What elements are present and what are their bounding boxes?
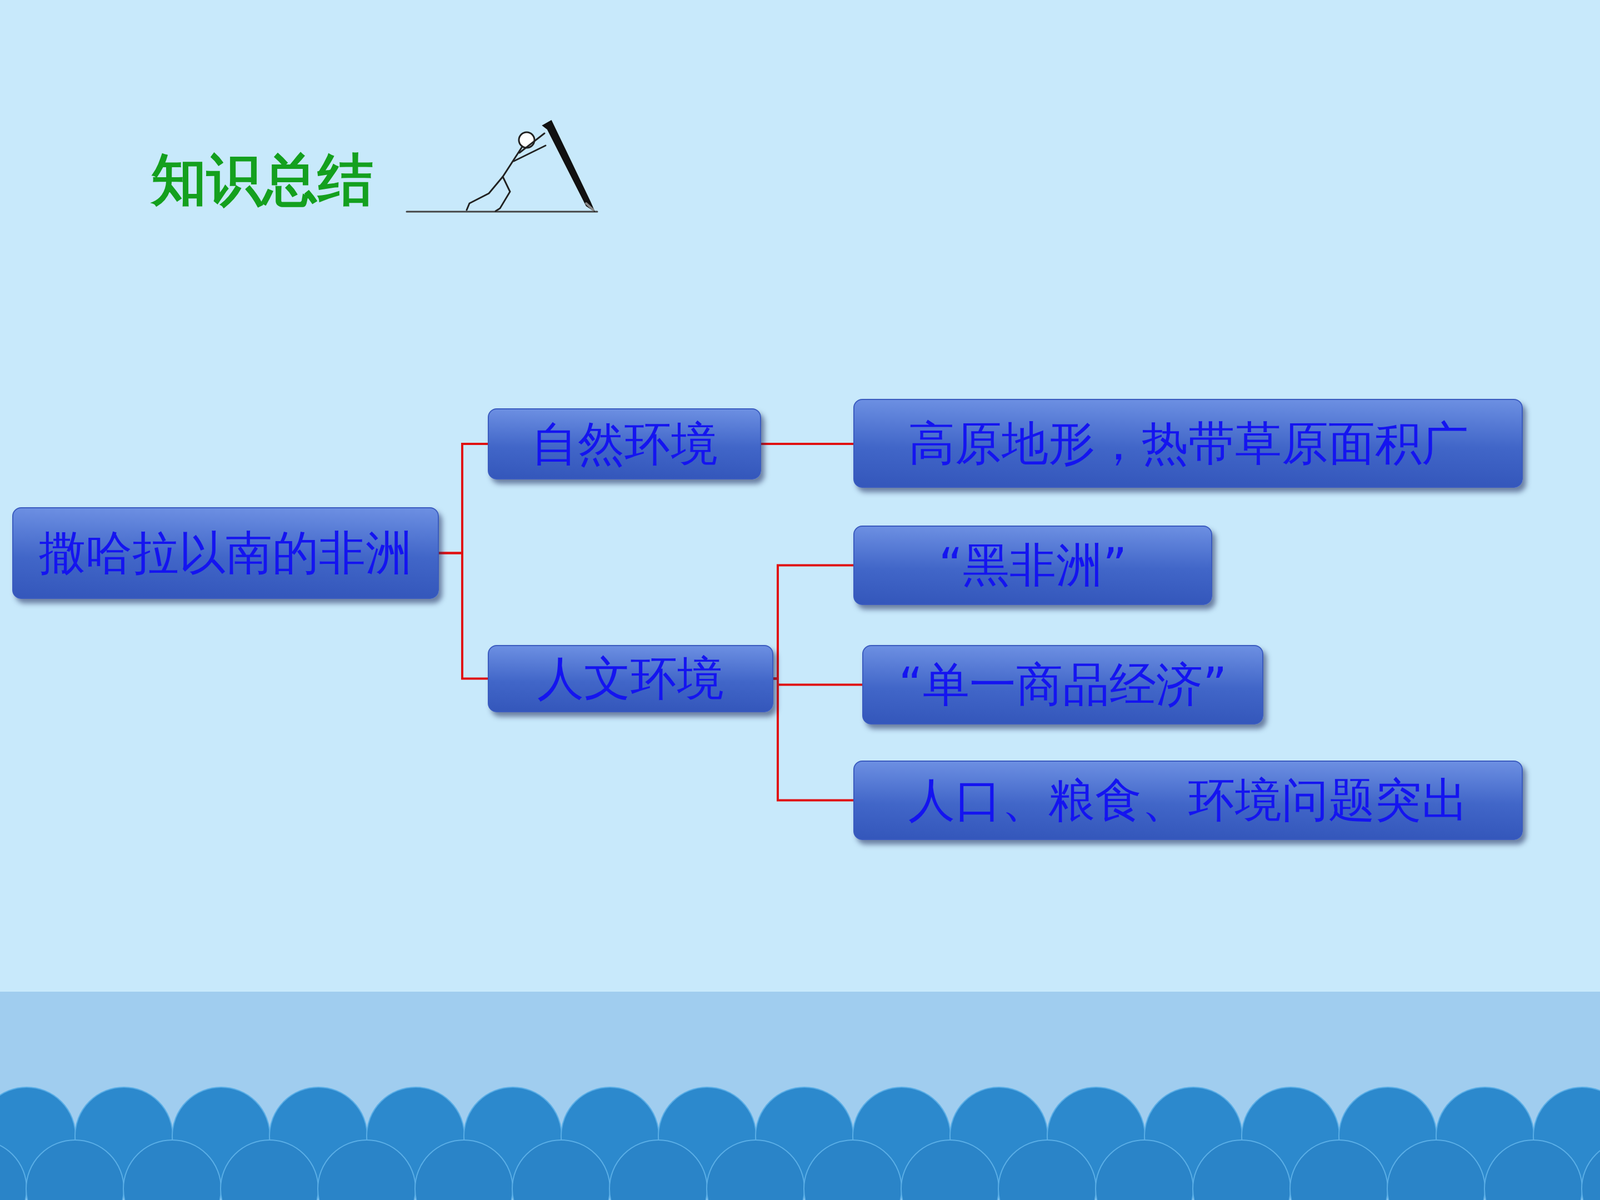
node-label: 高原地形，热带草原面积广 — [908, 417, 1469, 469]
node-label: 撒哈拉以南的非洲 — [38, 527, 413, 579]
connector — [773, 678, 854, 801]
scallop — [998, 1140, 1097, 1200]
scallop — [317, 1140, 416, 1200]
scallop — [1095, 1140, 1194, 1200]
node-label: “单一商品经济” — [898, 658, 1227, 710]
topic-box: 撒哈拉以南的非洲 — [12, 507, 439, 599]
topic-box: “黑非洲” — [853, 525, 1213, 605]
scallop — [512, 1140, 610, 1200]
connector — [438, 443, 488, 554]
scallop — [123, 1140, 222, 1200]
slide-title: 知识总结 — [151, 143, 374, 219]
scallop — [1484, 1140, 1583, 1200]
scallop — [220, 1140, 319, 1200]
node-label: 人口、粮食、环境问题突出 — [908, 774, 1469, 826]
scallop — [1290, 1140, 1388, 1200]
topic-box: 高原地形，热带草原面积广 — [853, 398, 1523, 488]
connector — [773, 565, 854, 679]
pen-pusher-figure — [406, 121, 598, 212]
scallop — [415, 1140, 513, 1200]
scallop — [1192, 1140, 1291, 1200]
scallop — [0, 1140, 27, 1200]
connector — [438, 553, 488, 679]
topic-box: 自然环境 — [487, 408, 762, 480]
topic-box: 人文环境 — [487, 645, 774, 713]
scallop — [706, 1140, 805, 1200]
connector — [773, 678, 863, 685]
scallop — [901, 1140, 999, 1200]
scallop — [26, 1140, 124, 1200]
scallop — [1387, 1140, 1485, 1200]
topic-box: 人口、粮食、环境问题突出 — [853, 760, 1523, 840]
scallop-waves — [0, 1087, 1600, 1200]
node-label: 自然环境 — [531, 418, 718, 470]
node-label: “黑非洲” — [938, 539, 1127, 591]
scallop — [1581, 1140, 1600, 1200]
scallop — [803, 1140, 902, 1200]
scallop — [609, 1140, 708, 1200]
connector — [761, 442, 854, 445]
topic-box: “单一商品经济” — [862, 645, 1264, 725]
node-label: 人文环境 — [537, 652, 724, 704]
